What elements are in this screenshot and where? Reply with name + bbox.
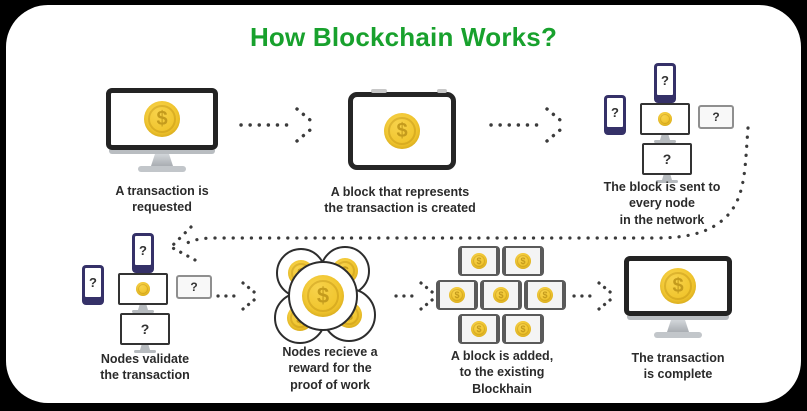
step-caption: The block is sent to every node in the n… bbox=[603, 180, 721, 227]
block-icon: $ bbox=[480, 280, 522, 310]
block-icon: $ bbox=[458, 246, 500, 276]
step-caption: A transaction is requested bbox=[115, 184, 209, 215]
dollar-coin-icon: $ bbox=[515, 321, 531, 337]
dollar-coin-icon: $ bbox=[471, 321, 487, 337]
dotted-arrow-right-icon bbox=[236, 103, 331, 147]
desktop-monitor-coin-icon: $ bbox=[106, 88, 218, 172]
smartphone-node-icon: ? bbox=[82, 265, 104, 305]
question-mark: ? bbox=[611, 105, 619, 120]
reward-coins-icon: $ $ $ $ $ bbox=[262, 246, 397, 346]
tablet-node-icon: ? bbox=[176, 275, 212, 299]
tablet-coin-icon: $ bbox=[348, 89, 456, 170]
dollar-coin-icon bbox=[136, 282, 150, 296]
dotted-arrow-right-icon bbox=[570, 276, 622, 316]
monitor-node-icon: ? bbox=[642, 143, 692, 183]
question-mark: ? bbox=[140, 321, 150, 337]
dollar-symbol: $ bbox=[396, 119, 408, 142]
question-mark: ? bbox=[190, 280, 198, 294]
smartphone-node-icon: ? bbox=[604, 95, 626, 135]
block-icon: $ bbox=[502, 246, 544, 276]
smartphone-node-icon: ? bbox=[654, 63, 676, 103]
dollar-coin-icon: $ bbox=[493, 287, 509, 303]
block-icon: $ bbox=[436, 280, 478, 310]
monitor-node-icon: ? bbox=[120, 313, 170, 353]
dollar-coin-icon: $ bbox=[384, 113, 420, 149]
step-caption: Nodes recieve a reward for the proof of … bbox=[282, 345, 378, 392]
question-mark: ? bbox=[661, 73, 669, 88]
dollar-coin-icon: $ bbox=[537, 287, 553, 303]
dollar-coin-icon: $ bbox=[515, 253, 531, 269]
monitor-base bbox=[138, 166, 186, 172]
dollar-coin-icon: $ bbox=[471, 253, 487, 269]
monitor-screen: $ bbox=[624, 256, 732, 316]
network-nodes-icon: ? ? ? ? bbox=[78, 233, 213, 353]
step-caption: A block is added, to the existing Blockh… bbox=[450, 349, 554, 396]
block-icon: $ bbox=[524, 280, 566, 310]
question-mark: ? bbox=[712, 110, 720, 124]
monitor-screen: $ bbox=[106, 88, 218, 150]
monitor-stand bbox=[151, 154, 173, 166]
dollar-symbol: $ bbox=[156, 107, 168, 130]
question-mark: ? bbox=[662, 151, 672, 167]
dotted-arrow-right-icon bbox=[486, 103, 581, 147]
block-icon: $ bbox=[458, 314, 500, 344]
dollar-coin-icon: $ bbox=[302, 275, 344, 317]
dollar-coin-icon: $ bbox=[449, 287, 465, 303]
tablet-node-icon: ? bbox=[698, 105, 734, 129]
smartphone-node-icon: ? bbox=[132, 233, 154, 273]
monitor-base bbox=[654, 332, 702, 338]
dotted-arrow-right-icon bbox=[214, 276, 266, 316]
page-title: How Blockchain Works? bbox=[249, 22, 558, 52]
question-mark: ? bbox=[139, 243, 147, 258]
step-caption: A block that represents the transaction … bbox=[324, 185, 476, 216]
monitor-chin bbox=[109, 150, 215, 154]
dollar-coin-icon bbox=[658, 112, 672, 126]
monitor-stand bbox=[667, 320, 689, 332]
blockchain-blocks-icon: $ $ $ $ $ $ $ bbox=[436, 246, 568, 346]
monitor-chin bbox=[627, 316, 729, 320]
dollar-coin-icon: $ bbox=[144, 101, 180, 137]
monitor-node-coin-icon bbox=[118, 273, 168, 313]
step-caption: The transaction is complete bbox=[631, 351, 725, 382]
dollar-coin-icon: $ bbox=[660, 268, 696, 304]
tablet-camera bbox=[371, 89, 387, 93]
step-caption: Nodes validate the transaction bbox=[100, 352, 190, 383]
dollar-symbol: $ bbox=[672, 274, 684, 297]
block-icon: $ bbox=[502, 314, 544, 344]
question-mark: ? bbox=[89, 275, 97, 290]
monitor-node-coin-icon bbox=[640, 103, 690, 143]
network-nodes-icon: ? ? ? ? bbox=[600, 63, 735, 183]
desktop-monitor-coin-icon: $ bbox=[624, 256, 732, 338]
dollar-symbol: $ bbox=[316, 283, 330, 308]
tablet-button bbox=[437, 89, 447, 93]
